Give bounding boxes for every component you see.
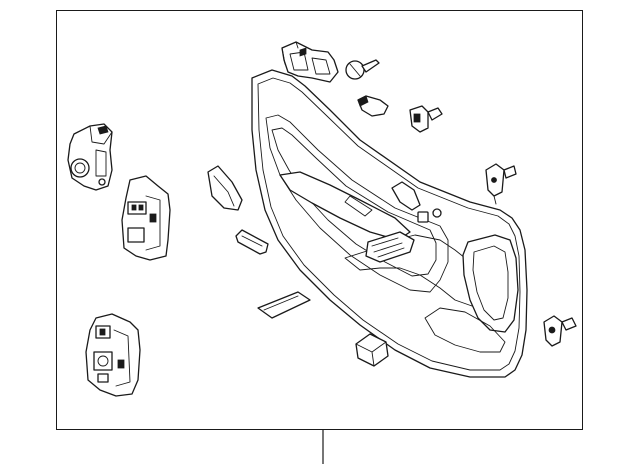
cover-icon [207,165,243,211]
actuator-icon [67,123,113,191]
retainer-clip-icon [485,163,517,205]
switch-icon [121,175,171,261]
push-pin-icon [345,59,380,80]
reflector-icon [257,291,311,319]
bracket-icon [281,41,339,83]
block-icon [355,333,389,367]
retainer-clip-icon [543,315,577,347]
diagram-frame [56,10,583,430]
door-trim-panel-icon [251,69,528,378]
retainer-clip-icon [409,105,443,133]
cap-icon [235,229,269,255]
switch-icon [85,313,141,397]
clip-icon [357,95,389,117]
